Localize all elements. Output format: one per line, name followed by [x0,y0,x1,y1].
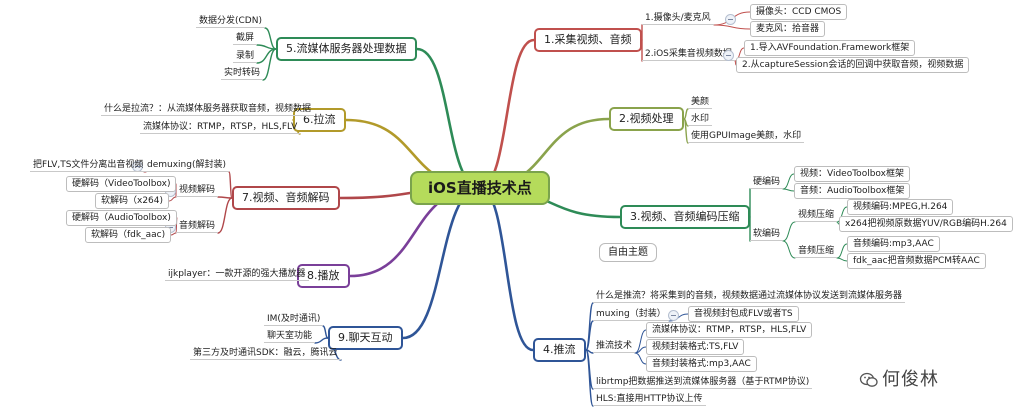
b4-mux-flv-ts[interactable]: 音视频封包成FLV或者TS [688,306,799,322]
connector-b1-ios-capture-to-b1-capture-session [734,60,737,66]
b1-camera-mic[interactable]: 1.摄像头/麦克风 [642,12,714,25]
b7-ad-software[interactable]: 软解码（fdk_aac) [85,227,172,243]
branch-1-capture[interactable]: 1.采集视频、音频 [534,28,642,52]
b3-fdk-aac[interactable]: fdk_aac把音频数据PCM转AAC [847,253,986,269]
wechat-icon [859,372,878,387]
connector-branch-7-decoding-to-b7-video-decoding [217,196,233,199]
connector-branch-4-push-stream-to-b4-what-is-push [585,302,594,351]
b9-third-party-sdk[interactable]: 第三方及时通讯SDK：融云，腾讯云 [190,347,341,360]
b6-protocols[interactable]: 流媒体协议：RTMP，RTSP，HLS,FLV [140,121,301,134]
connector-branch-5-media-server-to-b5-cdn [264,27,277,50]
connector-b3-hardware-encoding-to-b3-hw-video [782,173,795,190]
connector-b3-software-encoding-to-b3-audio-compression [782,240,796,259]
connector-branch-4-push-stream-to-b4-muxing [585,320,594,351]
b4-muxing[interactable]: muxing（封装） [593,308,669,321]
connector-branch-7-decoding-to-b7-audio-decoding [217,197,233,234]
b4-push-tech[interactable]: 推流技术 [593,340,636,353]
b4-muxing-collapse-icon[interactable] [668,310,679,321]
connector-b1-camera-mic-to-b1-mic-pickup [713,24,751,30]
free-topic[interactable]: 自由主题 [599,243,657,262]
b4-video-container[interactable]: 视频封装格式:TS,FLV [646,339,745,355]
connector-b4-push-tech-to-b4-audio-container [634,352,647,365]
connector-b3-audio-compression-to-b3-audio-codec [836,243,848,259]
b9-im[interactable]: IM(及时通讯) [264,313,324,326]
connector-central-topic-to-branch-4-push-stream [478,186,535,352]
b3-audio-codec[interactable]: 音频编码:mp3,AAC [847,236,940,252]
connector-b3-video-compression-to-b3-x264 [836,221,840,225]
b8-ijkplayer[interactable]: ijkplayer：一款开源的强大播放器 [165,268,309,281]
connector-b7-video-decoding-to-b7-vd-software [168,196,177,202]
b4-protocols[interactable]: 流媒体协议：RTMP，RTSP，HLS,FLV [646,322,813,338]
branch-3-encoding[interactable]: 3.视频、音频编码压缩 [620,205,750,229]
b5-record[interactable]: 录制 [233,50,258,63]
b4-audio-container[interactable]: 音频封装格式:mp3,AAC [646,356,757,372]
b3-video-compression[interactable]: 视频压缩 [795,209,838,222]
b5-cdn[interactable]: 数据分发(CDN) [196,15,265,28]
b3-software-encoding[interactable]: 软编码 [750,228,784,241]
connector-central-topic-to-branch-1-capture [478,38,536,190]
b4-librtmp[interactable]: librtmp把数据推送到流媒体服务器（基于RTMP协议) [593,376,813,389]
b1-camera-ccd[interactable]: 摄像头：CCD CMOS [750,4,848,20]
b4-what-is-push[interactable]: 什么是推流？将采集到的音频，视频数据通过流媒体协议发送到流媒体服务器 [593,290,906,303]
b4-hls-upload[interactable]: HLS:直接用HTTP协议上传 [593,393,706,406]
connector-b3-audio-compression-to-b3-fdk-aac [836,257,848,262]
b3-hw-video[interactable]: 视频：VideoToolbox框架 [794,166,910,182]
b7-demux-split[interactable]: 把FLV,TS文件分离出音视频 [30,159,147,172]
connector-b3-software-encoding-to-b3-video-compression [782,221,796,242]
branch-8-playback[interactable]: 8.播放 [297,264,350,288]
b3-hardware-encoding[interactable]: 硬编码 [750,176,784,189]
b7-ad-hardware[interactable]: 硬解码（AudioToolbox) [66,210,177,226]
b7-audio-decoding[interactable]: 音频解码 [176,220,219,233]
b5-screenshot[interactable]: 截屏 [233,32,258,45]
b7-vd-software[interactable]: 软解码（x264) [95,193,170,209]
connector-branch-5-media-server-to-b5-transcode [262,48,277,81]
b2-gpuimage[interactable]: 使用GPUImage美颜，水印 [688,130,805,143]
b3-video-codec[interactable]: 视频编码:MPEG,H.264 [847,199,954,215]
b2-watermark[interactable]: 水印 [688,113,713,126]
b7-vd-hardware[interactable]: 硬解码（VideoToolbox) [66,176,177,192]
watermark-text: 何俊林 [882,369,939,390]
connector-b3-video-compression-to-b3-video-codec [836,206,848,223]
b1-import-avfoundation[interactable]: 1.导入AVFoundation.Framework框架 [744,40,916,56]
b1-camera-mic-collapse-icon[interactable] [725,14,736,25]
b5-transcode[interactable]: 实时转码 [221,67,264,80]
connector-central-topic-to-branch-9-chat [401,186,482,340]
b3-audio-compression[interactable]: 音频压缩 [795,245,838,258]
b1-mic-pickup[interactable]: 麦克风：拾音器 [750,21,826,37]
branch-5-media-server[interactable]: 5.流媒体服务器处理数据 [276,37,417,61]
connector-branch-9-chat-to-b9-chatroom [314,337,329,344]
connector-branch-7-decoding-to-b7-demuxing [228,171,233,199]
b1-capture-session[interactable]: 2.从captureSession会话的回调中获取音频，视频数据 [736,57,970,73]
b6-what-is-pull[interactable]: 什么是拉流？：从流媒体服务器获取音频，视频数据 [101,103,315,116]
b7-demuxing[interactable]: demuxing(解封装) [144,159,229,172]
b7-video-decoding[interactable]: 视频解码 [176,184,219,197]
connector-branch-4-push-stream-to-b4-hls-upload [585,349,594,407]
branch-9-chat[interactable]: 9.聊天互动 [328,326,403,350]
connector-b3-hardware-encoding-to-b3-hw-audio [782,188,795,192]
b9-chatroom[interactable]: 聊天室功能 [264,330,316,343]
b3-hw-audio[interactable]: 音频：AudioToolbox框架 [794,183,911,199]
b3-x264[interactable]: x264把视频原数据YUV/RGB编码H.264 [839,216,1013,232]
b1-ios-capture-collapse-icon[interactable] [723,50,734,61]
b1-ios-capture[interactable]: 2.iOS采集音视频数据 [642,48,735,61]
branch-2-video-processing[interactable]: 2.视频处理 [609,107,684,131]
connector-b7-audio-decoding-to-b7-ad-software [170,232,177,236]
branch-4-push-stream[interactable]: 4.推流 [533,338,586,362]
connector-branch-2-video-processing-to-b2-gpuimage [683,118,689,144]
branch-7-decoding[interactable]: 7.视频、音频解码 [232,186,340,210]
branch-6-pull-stream[interactable]: 6.拉流 [293,108,346,132]
central-topic[interactable]: iOS直播技术点 [410,171,550,205]
b2-beauty[interactable]: 美颜 [688,96,713,109]
